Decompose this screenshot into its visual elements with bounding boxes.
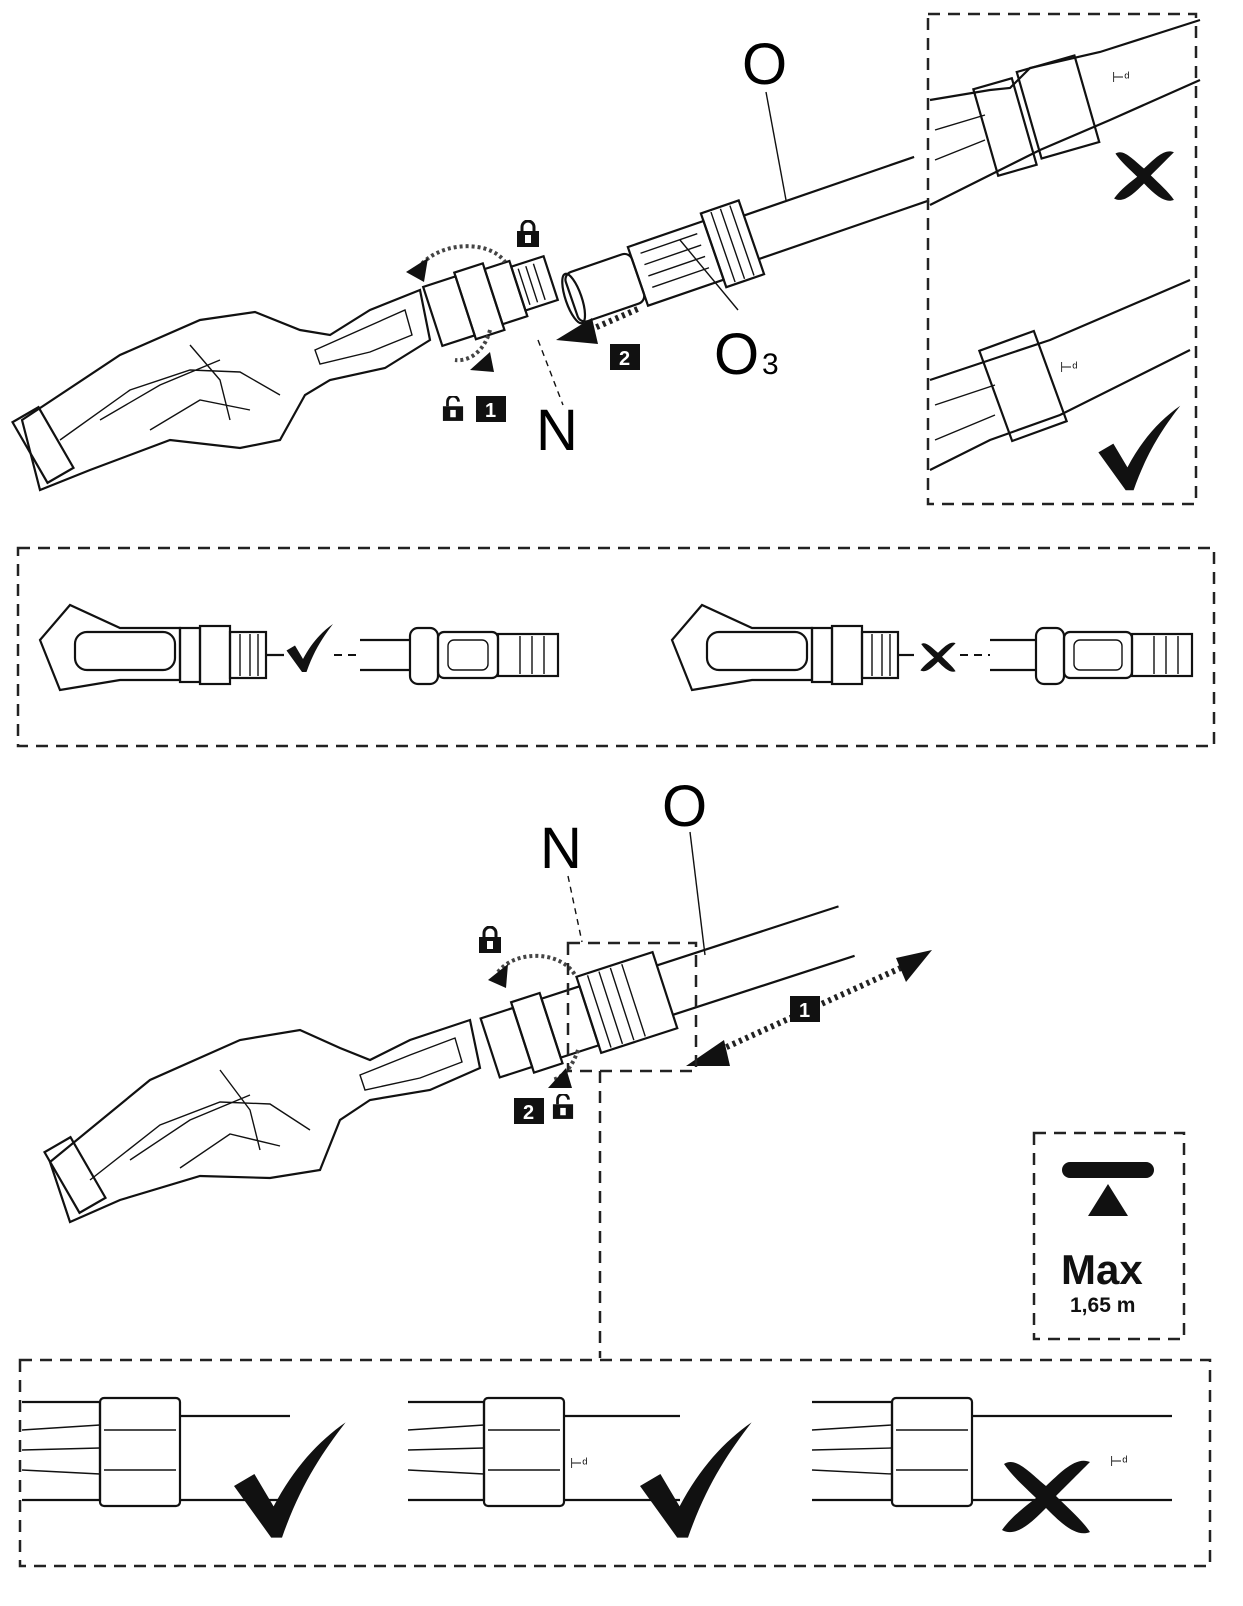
- inset-top-right: [926, 12, 1198, 506]
- padlock-closed-icon: [516, 220, 540, 248]
- inset-middle: [16, 546, 1216, 748]
- svg-text:⊢ᵈ: ⊢ᵈ: [1060, 359, 1077, 375]
- check-icon: [640, 1422, 752, 1538]
- label-pole-bottom: O: [662, 774, 707, 839]
- zoom-box: [566, 941, 698, 1073]
- middle-wrong-pair: [670, 603, 1194, 692]
- inset-top-wrong: ⊢ᵈ: [929, 18, 1201, 206]
- max-distance: 1,65 m: [1070, 1294, 1135, 1317]
- svg-text:⊢ᵈ: ⊢ᵈ: [570, 1455, 587, 1471]
- top-assembly: [11, 91, 930, 492]
- check-icon: [286, 624, 333, 672]
- step-badge-top-insert: 2: [610, 344, 640, 370]
- svg-text:⊢ᵈ: ⊢ᵈ: [1112, 69, 1129, 85]
- padlock-open-icon: [442, 396, 464, 422]
- label-sleeve-subscript: 3: [762, 348, 779, 381]
- padlock-open-icon: [552, 1094, 574, 1120]
- step-badge-top-unlock: 1: [476, 396, 506, 422]
- check-icon: [234, 1422, 346, 1538]
- bottom-panel-correct-1: [21, 1396, 290, 1508]
- max-height-icon: [1062, 1162, 1154, 1216]
- label-nut-bottom: N: [540, 816, 582, 881]
- bottom-panel-correct-2: ⊢ᵈ: [407, 1396, 680, 1508]
- bottom-panel-wrong: ⊢ᵈ: [811, 1396, 1172, 1508]
- cross-icon: [920, 642, 956, 672]
- svg-text:2: 2: [619, 348, 630, 370]
- inset-bottom: [18, 1358, 1212, 1568]
- svg-text:1: 1: [485, 400, 496, 422]
- svg-text:⊢ᵈ: ⊢ᵈ: [1110, 1453, 1127, 1469]
- inset-top-correct: ⊢ᵈ: [929, 278, 1191, 471]
- cross-icon: [1114, 151, 1174, 201]
- padlock-closed-icon: [478, 926, 502, 954]
- label-sleeve-top: O: [714, 322, 759, 387]
- max-panel: [1032, 1131, 1186, 1341]
- check-icon: [1098, 405, 1181, 491]
- svg-text:1: 1: [799, 1000, 810, 1022]
- step-badge-bottom-slide: 1: [790, 996, 820, 1022]
- max-title: Max: [1061, 1246, 1143, 1293]
- svg-text:2: 2: [523, 1102, 534, 1124]
- step-badge-bottom-lock: 2: [514, 1098, 544, 1124]
- label-nut-top: N: [536, 398, 578, 463]
- middle-correct-pair: [38, 603, 560, 692]
- bottom-assembly: [43, 831, 932, 1224]
- label-pole-top: O: [742, 32, 787, 97]
- cross-icon: [1002, 1460, 1090, 1534]
